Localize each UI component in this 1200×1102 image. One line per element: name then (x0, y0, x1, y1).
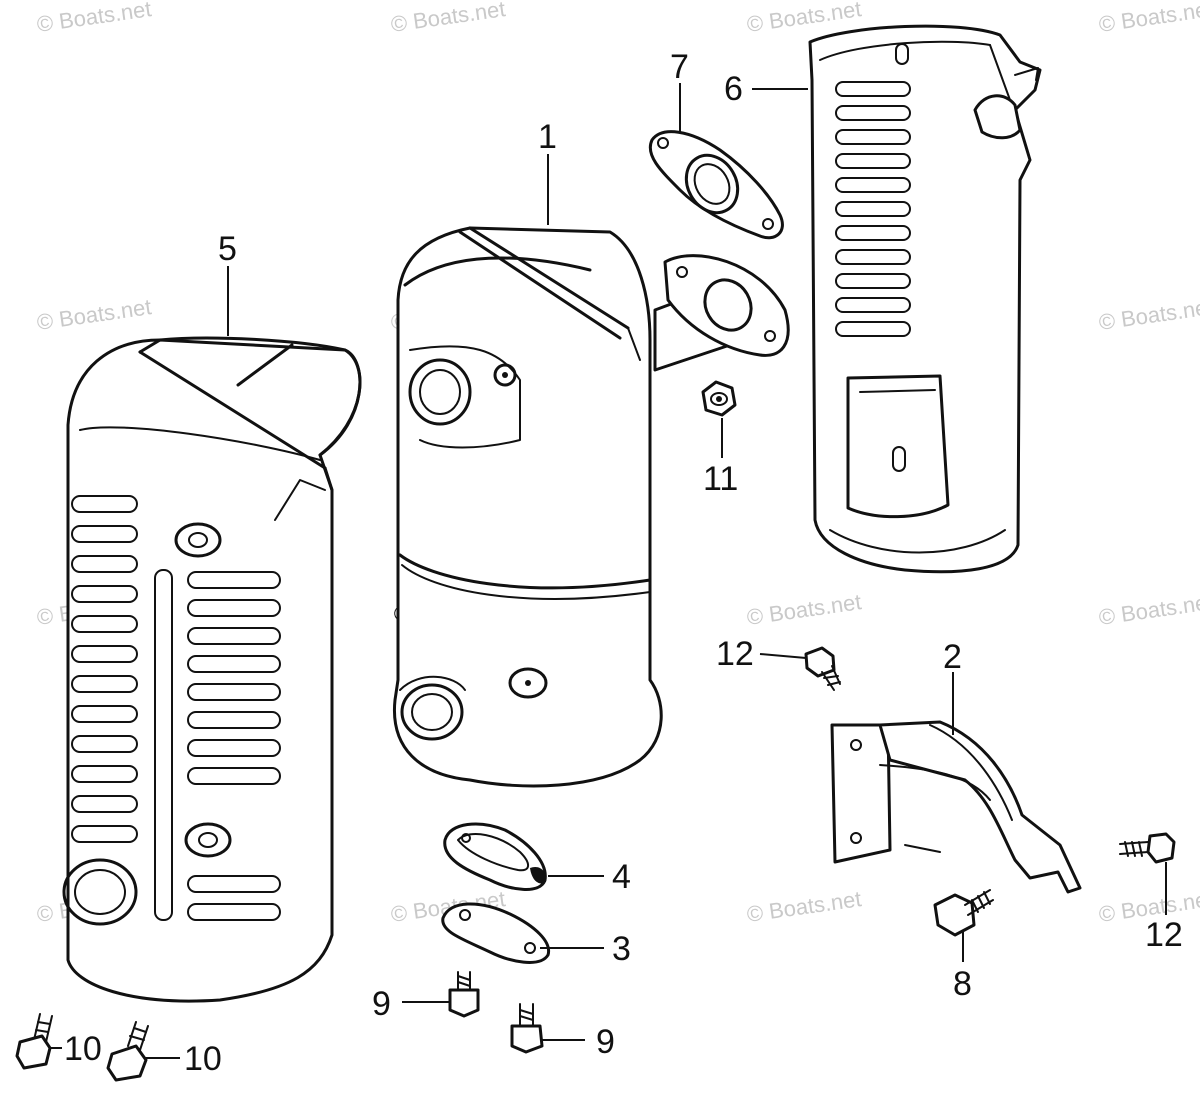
bolt-12-right (1119, 832, 1176, 864)
bolt-10-left (15, 1013, 53, 1070)
callout-6: 6 (724, 70, 743, 108)
heat-shield-6 (808, 24, 1042, 574)
watermark: © Boats.net (1097, 294, 1200, 335)
callout-10b: 10 (184, 1040, 222, 1078)
watermark: © Boats.net (745, 589, 863, 630)
bolt-10-right (106, 1021, 149, 1082)
bolt-12-upper (804, 646, 841, 691)
watermark: © Boats.net (745, 886, 863, 927)
seal-4 (443, 822, 547, 891)
callout-12b: 12 (1145, 916, 1183, 954)
callout-7: 7 (670, 48, 689, 86)
plate-3 (441, 902, 551, 964)
flange-nut-11 (701, 380, 737, 417)
callout-5: 5 (218, 230, 237, 268)
leader-lines (50, 83, 1167, 1059)
bolt-9-lower (510, 1003, 544, 1054)
watermark: © Boats.net (35, 294, 153, 335)
watermark: © Boats.net (1097, 589, 1200, 630)
muffler-protector-5 (62, 336, 362, 1003)
callout-3: 3 (612, 930, 631, 968)
callout-2: 2 (943, 638, 962, 676)
callout-4: 4 (612, 858, 631, 896)
callout-10a: 10 (64, 1030, 102, 1068)
callout-12a: 12 (716, 635, 754, 673)
callout-9b: 9 (596, 1023, 615, 1061)
gasket-7 (648, 130, 784, 240)
callout-8: 8 (953, 965, 972, 1003)
bolt-9-upper (448, 971, 480, 1018)
watermark: © Boats.net (35, 0, 153, 37)
muffler-bracket-2 (830, 720, 1082, 894)
callout-11: 11 (703, 460, 738, 498)
muffler-1 (392, 226, 790, 788)
watermark: © Boats.net (1097, 0, 1200, 37)
bolt-8 (933, 889, 994, 937)
callout-1: 1 (538, 118, 557, 156)
callout-labels: 1 2 3 4 5 6 7 8 9 9 10 10 11 12 12 (64, 48, 1183, 1078)
callout-9a: 9 (372, 985, 391, 1023)
watermark: © Boats.net (389, 0, 507, 37)
